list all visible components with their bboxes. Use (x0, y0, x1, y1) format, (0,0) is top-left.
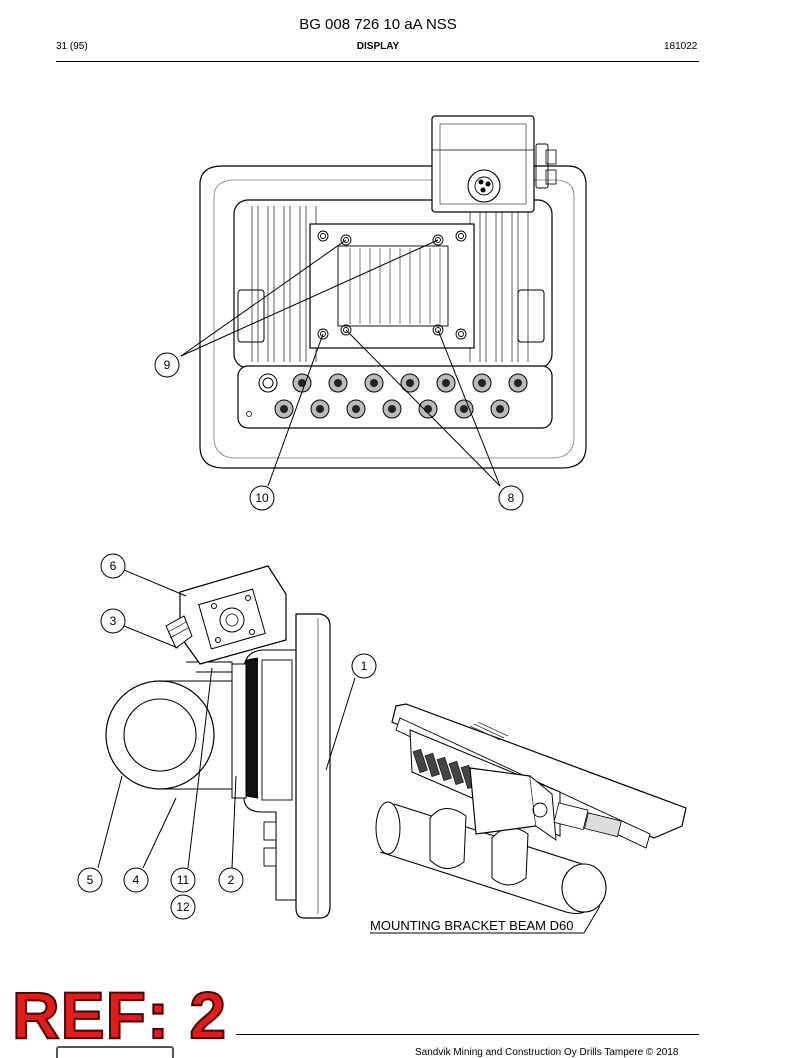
callout-label-8: 8 (508, 491, 515, 505)
callout-10 (249, 485, 275, 511)
reference-stamp: REF: 2 (11, 978, 228, 1052)
callout-label-2: 2 (228, 873, 235, 887)
callout-2 (218, 867, 244, 893)
callout-11 (170, 867, 196, 893)
callout-1 (351, 653, 377, 679)
display-rear-view (199, 115, 587, 469)
callout-6 (100, 553, 126, 579)
callouts (77, 352, 524, 920)
callout-5 (77, 867, 103, 893)
document-id: BG 008 726 10 aA NSS (299, 16, 457, 33)
callout-label-5: 5 (87, 873, 94, 887)
leader-lines-side (97, 569, 356, 869)
leader-lines-top (180, 239, 501, 487)
callout-label-3: 3 (110, 614, 117, 628)
callout-4 (123, 867, 149, 893)
callout-12 (170, 894, 196, 920)
figure-caption: MOUNTING BRACKET BEAM D60 (370, 918, 573, 933)
display-side-view (105, 565, 331, 919)
footer-rule (236, 1034, 699, 1035)
callout-label-6: 6 (110, 559, 117, 573)
callout-label-11: 11 (177, 873, 190, 887)
page-number: 31 (95) (56, 41, 88, 52)
sandvik-logo (56, 1046, 174, 1058)
callout-3 (100, 608, 126, 634)
header-rule (56, 61, 699, 62)
callout-label-10: 10 (255, 491, 269, 505)
callout-label-12: 12 (176, 900, 190, 914)
revision-date: 181022 (664, 41, 698, 52)
callout-9 (154, 352, 180, 378)
section-title: DISPLAY (356, 41, 400, 52)
isometric-bracket-view (375, 703, 687, 915)
callout-label-4: 4 (133, 873, 140, 887)
callout-label-1: 1 (361, 659, 368, 673)
callout-8 (498, 485, 524, 511)
callout-label-9: 9 (164, 358, 171, 372)
